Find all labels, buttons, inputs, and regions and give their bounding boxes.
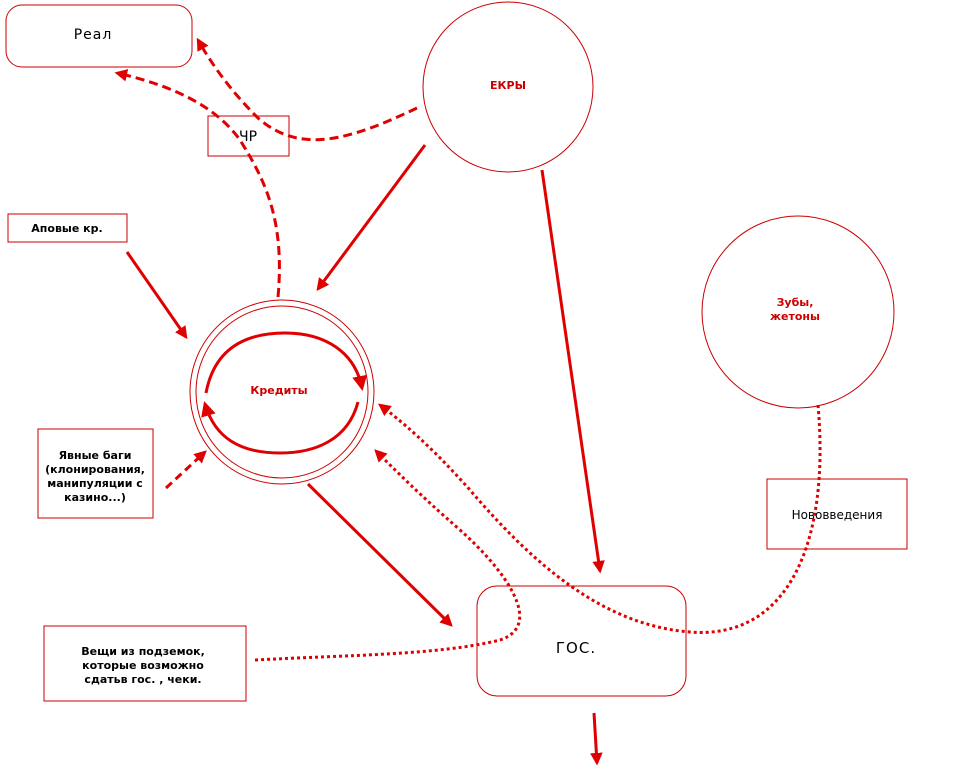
edge-credits-to-real — [114, 69, 281, 298]
node-teeth-label-line1: Зубы, — [777, 296, 814, 309]
node-dungeon-items: Вещи из подземок, которые возможно сдать… — [43, 625, 247, 702]
node-bugs-line3: манипуляции с — [47, 477, 143, 490]
node-apovye-box — [7, 213, 128, 243]
node-real: Реал — [5, 4, 193, 68]
node-ekry: ЕКРЫ — [422, 1, 594, 173]
node-apovye-label: Аповые кр. — [31, 222, 102, 235]
node-teeth-circle — [701, 215, 895, 409]
node-teeth-tokens: Зубы, жетоны — [701, 215, 895, 409]
node-dungeon-line1: Вещи из подземок, — [81, 645, 205, 658]
node-credits-inner-circle — [195, 305, 369, 479]
node-dungeon-box — [43, 625, 247, 702]
node-real-box — [5, 4, 193, 68]
node-chr: ЧР — [207, 115, 290, 157]
node-bugs-line4: казино...) — [64, 491, 126, 504]
edge-gos-outflow — [590, 712, 603, 766]
node-bugs-box — [37, 428, 154, 519]
node-chr-label: ЧР — [239, 129, 257, 145]
edge-dungeon-to-credits — [254, 449, 522, 662]
node-innovations: Нововведения — [766, 478, 908, 550]
node-ekry-label: ЕКРЫ — [490, 79, 526, 92]
node-credits-outer-circle — [189, 299, 375, 485]
edge-ekry-to-gos — [540, 169, 605, 574]
edge-bugs-to-credits — [164, 450, 207, 490]
credits-cycle-arc-bottom — [201, 401, 360, 455]
node-bugs-line2: (клонирования, — [45, 463, 145, 476]
node-teeth-label-line2: жетоны — [770, 310, 820, 323]
node-gos-box — [476, 585, 687, 697]
node-gos: ГОС. — [476, 585, 687, 697]
node-dungeon-line2: которые возможно — [82, 659, 204, 672]
node-bugs-line1: Явные баги — [59, 449, 132, 462]
edge-credits-to-gos — [306, 482, 453, 627]
node-innovations-label: Нововведения — [792, 508, 883, 522]
node-bugs: Явные баги (клонирования, манипуляции с … — [37, 428, 154, 519]
edge-apovye-to-credits — [125, 251, 188, 340]
node-ekry-circle — [422, 1, 594, 173]
node-dungeon-line3: сдатьв гос. , чеки. — [84, 673, 201, 686]
node-apovye: Аповые кр. — [7, 213, 128, 243]
node-credits-label: Кредиты — [250, 384, 307, 397]
node-real-label: Реал — [74, 27, 113, 43]
edge-teeth-to-credits — [377, 403, 822, 634]
node-credits: Кредиты — [189, 299, 375, 485]
edge-ekry-to-real — [196, 37, 418, 142]
node-innovations-box — [766, 478, 908, 550]
node-gos-label: ГОС. — [556, 639, 596, 657]
credits-cycle-arc-top — [204, 331, 368, 394]
edge-ekry-to-credits — [316, 144, 427, 292]
